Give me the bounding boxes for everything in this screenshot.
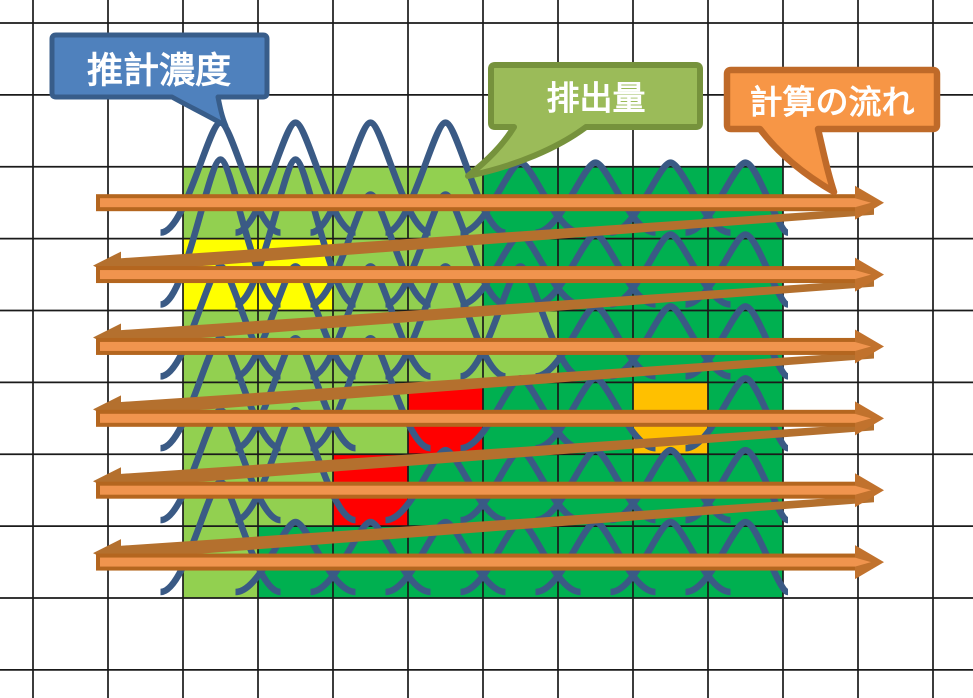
flow-arrow-shaft <box>96 409 859 427</box>
right-arrowhead-core <box>855 341 871 351</box>
callout-calculation-flow: 計算の流れ <box>723 66 941 196</box>
flow-arrow-row1 <box>96 257 884 292</box>
flow-arrow-row2 <box>96 329 884 364</box>
flow-arrow-shaft <box>96 194 859 212</box>
right-arrowhead-core <box>855 413 871 423</box>
flow-arrow-row3 <box>96 401 884 436</box>
return-arrow-shaft <box>116 279 874 345</box>
flow-arrow-row4 <box>96 473 884 508</box>
callout-emissions: 排出量 <box>465 62 703 179</box>
return-arrow-shaft <box>116 351 874 417</box>
flow-arrow-shaft <box>96 337 859 355</box>
callout-estimated-concentration: 推計濃度 <box>49 32 270 129</box>
calculation-flow-arrows <box>93 185 884 580</box>
flow-arrow-shaft <box>96 266 859 284</box>
right-arrowhead-core <box>855 270 871 280</box>
flow-arrow-row5 <box>96 545 884 580</box>
right-arrowhead-core <box>855 557 871 567</box>
callout-calculation-flow-bubble <box>723 66 941 196</box>
return-arrow-shaft <box>116 495 874 561</box>
flow-arrow-shaft <box>96 481 859 499</box>
callout-emissions-bubble <box>465 62 703 179</box>
emissions-label: 排出量 <box>547 80 646 117</box>
flow-arrow-shaft <box>96 553 859 571</box>
flow-arrow-row0 <box>96 185 884 220</box>
return-arrow-shaft <box>116 207 874 273</box>
callout-estimated-concentration-bubble <box>49 32 270 129</box>
return-arrow-shaft <box>116 423 874 489</box>
calculation-flow-label: 計算の流れ <box>750 84 915 121</box>
right-arrowhead-core <box>855 198 871 208</box>
right-arrowhead-core <box>855 485 871 495</box>
estimated-concentration-label: 推計濃度 <box>87 50 231 91</box>
concentration-curve-r5-c7 <box>684 518 790 596</box>
